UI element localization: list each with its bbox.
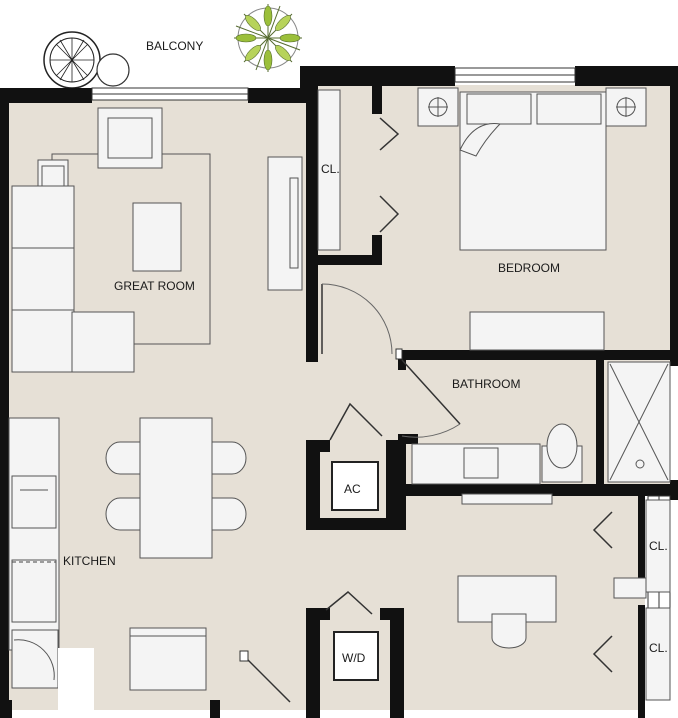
ac-unit bbox=[331, 461, 379, 511]
dresser bbox=[469, 311, 605, 351]
wall-shower bbox=[596, 360, 604, 490]
bathroom-label: BATHROOM bbox=[452, 377, 520, 391]
kitchen-notch bbox=[58, 648, 94, 710]
wall-bedroom-top-left bbox=[300, 66, 455, 86]
plant-icon bbox=[234, 4, 302, 72]
balcony-label: BALCONY bbox=[146, 39, 203, 53]
office-closet-lower bbox=[645, 607, 671, 701]
pillow-left bbox=[466, 93, 532, 125]
wall-bedroom-bottom bbox=[398, 350, 678, 360]
bed-sheet-fold bbox=[459, 123, 502, 157]
office-furniture: CL. CL. bbox=[457, 499, 671, 701]
armchair-seat bbox=[107, 117, 153, 159]
wall-closet-right-bot bbox=[372, 235, 382, 265]
chair-3 bbox=[211, 441, 247, 475]
chair-1 bbox=[105, 441, 141, 475]
range bbox=[11, 475, 57, 529]
wall-bath-bottom bbox=[398, 484, 678, 496]
walls bbox=[0, 66, 678, 718]
wall-hall-left-upper bbox=[306, 280, 318, 362]
wall-left bbox=[0, 88, 9, 718]
entry-door[interactable] bbox=[239, 650, 291, 703]
wd-closet: W/D bbox=[333, 631, 379, 681]
sofa-chaise bbox=[71, 311, 135, 373]
shower-drain bbox=[635, 459, 645, 469]
ac-label: AC bbox=[344, 482, 361, 496]
washer-dryer-unit bbox=[333, 631, 379, 681]
wall-bottom-left bbox=[0, 700, 12, 718]
bedroom-furniture: BEDROOM CL. bbox=[317, 87, 647, 351]
office-closet-lower-label: CL. bbox=[649, 641, 668, 655]
kitchen-label: KITCHEN bbox=[63, 554, 116, 568]
sink bbox=[11, 559, 57, 623]
fridge bbox=[11, 629, 59, 689]
wall-ac-right bbox=[386, 440, 406, 530]
wall-ac-left bbox=[306, 440, 320, 530]
chair-4 bbox=[211, 497, 247, 531]
ac-closet: AC bbox=[331, 461, 379, 511]
balcony-table-icon bbox=[96, 53, 130, 87]
coffee-table bbox=[132, 202, 182, 272]
wall-wd-right bbox=[390, 608, 404, 718]
great-room-furniture: GREAT ROOM bbox=[11, 107, 303, 373]
kitchen-island bbox=[129, 627, 207, 691]
wall-bottom-mid bbox=[210, 700, 220, 718]
washer-dryer-label: W/D bbox=[342, 651, 366, 665]
bathroom-fixtures: BATHROOM bbox=[411, 361, 671, 505]
wall-top-left bbox=[0, 88, 92, 103]
dining-table bbox=[139, 417, 213, 559]
wall-right-upper bbox=[670, 66, 678, 366]
wall-wd-top-right bbox=[380, 608, 404, 620]
wall-wd-left bbox=[306, 608, 320, 718]
office-closet-upper-label: CL. bbox=[649, 539, 668, 553]
sofa-back bbox=[11, 185, 75, 373]
island-top bbox=[129, 627, 207, 637]
bathroom-door[interactable] bbox=[401, 359, 461, 438]
wall-bedroom-top-right bbox=[575, 66, 678, 86]
wall-closet-bottom bbox=[306, 255, 382, 265]
balcony-chair-icon bbox=[43, 31, 101, 89]
great-room-label: GREAT ROOM bbox=[114, 279, 195, 293]
bedroom-closet-label: CL. bbox=[321, 162, 340, 176]
toilet-bowl bbox=[546, 423, 578, 469]
office-closet-upper bbox=[645, 499, 671, 593]
closet-bifold-doors[interactable] bbox=[379, 117, 400, 233]
wall-bath-door-post bbox=[398, 434, 418, 444]
vanity-sink bbox=[463, 447, 499, 479]
wall-office-right-upper bbox=[638, 496, 645, 596]
ac-closet-door[interactable] bbox=[329, 402, 383, 441]
chair-2 bbox=[105, 497, 141, 531]
wall-top-right-gr bbox=[248, 88, 313, 103]
bedroom-label: BEDROOM bbox=[498, 261, 560, 275]
dining-set bbox=[105, 417, 247, 559]
wall-closet-right-top bbox=[372, 86, 382, 114]
wd-closet-door[interactable] bbox=[325, 591, 373, 615]
office-closet-doors[interactable] bbox=[592, 511, 613, 673]
pillow-right bbox=[536, 93, 602, 125]
wall-office-right-lower bbox=[638, 605, 645, 718]
balcony-area: BALCONY bbox=[43, 4, 302, 89]
tv bbox=[289, 177, 299, 269]
closet-rod bbox=[317, 89, 341, 251]
wall-ac-bottom bbox=[306, 518, 406, 530]
towel-bar bbox=[461, 493, 553, 505]
bedroom-door[interactable] bbox=[321, 283, 403, 360]
desk-chair bbox=[491, 613, 527, 649]
kitchen: KITCHEN bbox=[8, 417, 207, 710]
wall-wd-top bbox=[306, 608, 330, 620]
wall-ac-top bbox=[306, 440, 330, 452]
closet-divider-bar bbox=[613, 577, 647, 599]
